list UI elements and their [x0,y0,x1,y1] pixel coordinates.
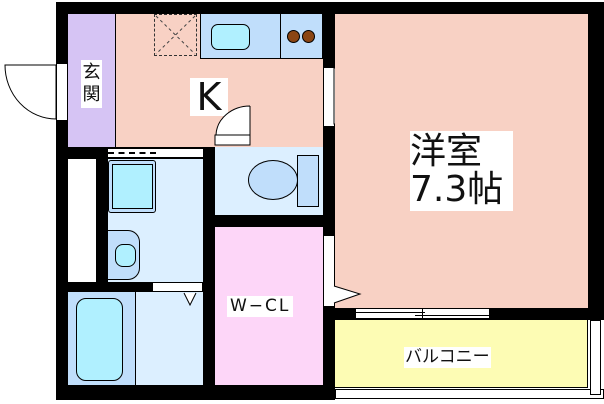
washbasin-icon [112,164,153,209]
washroom-door-dash [108,152,156,154]
toilet-door-icon[interactable] [214,105,251,147]
wall-center-vertical [323,2,335,400]
bathtub-basin-icon [76,298,123,381]
western-room-label-line1: 洋室 [410,131,483,172]
washing-machine-drum-icon [115,244,136,267]
wall-toilet-bottom [203,215,333,227]
entrance-door-icon[interactable] [4,64,60,120]
closet-door-icon[interactable] [333,285,364,307]
fridge-space [154,14,197,56]
wall-bottom-left [56,385,333,400]
fridge-x-mark [155,15,196,55]
western-room-label: 洋室 7.3帖 [410,131,513,211]
wall-closet-right [96,157,108,292]
outer-wall-right [588,2,604,320]
stove-burner-icon [287,30,300,43]
storage-closet [68,160,96,282]
closet-door-opening [323,235,335,307]
sink-basin [211,24,250,50]
balcony-railing [335,389,604,399]
toilet-bowl-icon [248,160,298,200]
balcony-label: バルコニー [404,347,491,368]
wall-toilet-left [203,135,215,400]
window-center-mark [422,308,423,319]
bath-door-opening [152,282,203,292]
wall-bath-top [56,282,213,292]
genkan-label: 玄 関 [81,60,102,108]
window-track-line [415,315,490,316]
kitchen-label: K [190,78,228,116]
stove-burner-icon [302,30,315,43]
genkan-label-line2: 関 [82,84,101,105]
window-track-line [355,312,425,313]
outer-wall-left [56,2,68,400]
toilet-tank-icon [297,155,319,207]
bath-door-icon[interactable] [183,292,199,307]
balcony-railing-right [590,320,601,395]
western-room-size: 7.3帖 [410,169,504,210]
genkan-label-line1: 玄 [82,62,101,83]
walk-in-closet-label: W−CL [227,296,294,317]
